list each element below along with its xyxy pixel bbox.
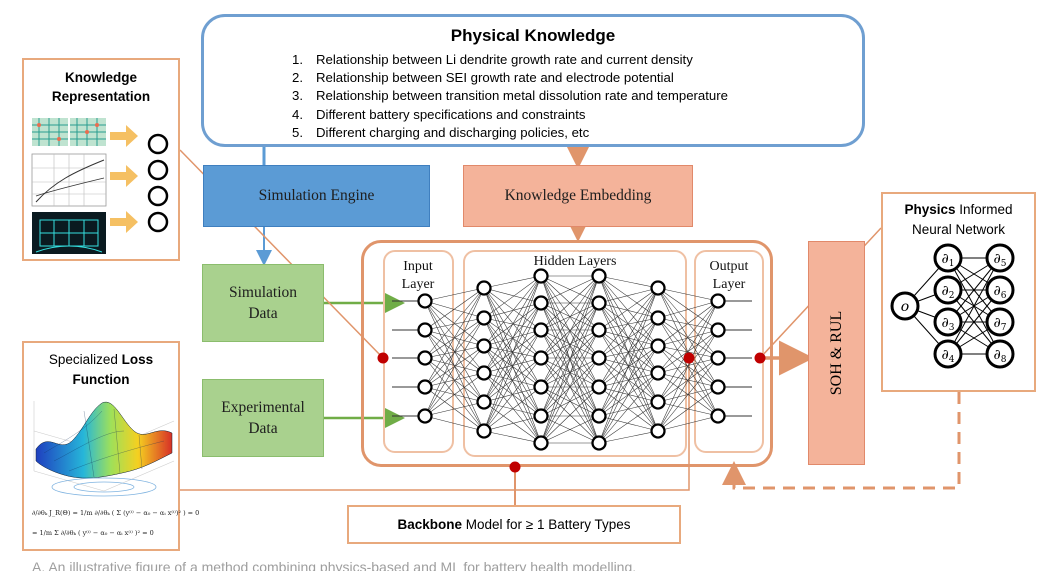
- loss-surface-plot: [33, 401, 175, 497]
- backbone-model-box: Backbone Model for ≥ 1 Battery Types: [347, 505, 681, 544]
- nn-node: [591, 435, 607, 451]
- nn-node: [650, 280, 666, 296]
- knowledge-representation-illustration: [31, 118, 169, 254]
- nn-node: [710, 322, 726, 338]
- input-junction-node: [377, 352, 389, 364]
- nn-node: [533, 408, 549, 424]
- nn-node: [710, 293, 726, 309]
- nn-node: [533, 295, 549, 311]
- nn-node: [476, 338, 492, 354]
- simulation-engine-box: Simulation Engine: [203, 165, 430, 227]
- caption-fragment: A. An illustrative figure of a method co…: [32, 559, 637, 571]
- pinn-node: [985, 339, 1015, 369]
- nn-node: [476, 310, 492, 326]
- pinn-node: [985, 307, 1015, 337]
- nn-node: [476, 365, 492, 381]
- nn-node: [417, 350, 433, 366]
- nn-node: [710, 408, 726, 424]
- nn-node: [591, 408, 607, 424]
- nn-node: [476, 280, 492, 296]
- hidden-layers-label: Hidden Layers: [533, 254, 617, 269]
- nn-node: [533, 379, 549, 395]
- pinn-input-node: [890, 291, 920, 321]
- output-junction-node: [754, 352, 766, 364]
- nn-node: [591, 295, 607, 311]
- pinn-graph: o∂1∂2∂3∂4∂5∂6∂7∂8: [890, 243, 1015, 369]
- nn-node: [533, 322, 549, 338]
- input-layer-frame: [383, 250, 454, 453]
- nn-node: [476, 423, 492, 439]
- pinn-node: [985, 243, 1015, 273]
- pk-item-3: 3.Relationship between transition metal …: [292, 88, 728, 104]
- red-junction-nodes: [377, 352, 766, 473]
- nn-node: [417, 293, 433, 309]
- nn-node: [650, 310, 666, 326]
- output-layer-frame: [694, 250, 764, 453]
- nn-node: [650, 423, 666, 439]
- nn-node: [591, 268, 607, 284]
- pk-item-2: 2.Relationship between SEI growth rate a…: [292, 70, 674, 86]
- nn-node: [650, 394, 666, 410]
- yellow-arrow-icons: [110, 125, 138, 233]
- nn-node: [533, 435, 549, 451]
- pinn-node: [933, 243, 963, 273]
- physical-knowledge-box: Physical Knowledge 1.Relationship betwee…: [201, 14, 865, 147]
- pinn-node: [933, 275, 963, 305]
- nn-node: [591, 379, 607, 395]
- phase-graph-image: [31, 153, 107, 207]
- physical-knowledge-list: 1.Relationship between Li dendrite growt…: [292, 51, 728, 142]
- loss-equations: ∂/∂θₖ J_R(Θ) = 1/m ∂/∂θₖ ( Σ (y⁽ⁱ⁾ − α₀ …: [32, 509, 200, 537]
- pinn-node: [985, 275, 1015, 305]
- nn-node: [650, 365, 666, 381]
- hidden-junction-node: [683, 352, 695, 364]
- pinn-input-node-label: o: [901, 299, 909, 315]
- backbone-junction-node: [509, 461, 521, 473]
- pk-item-5: 5.Different charging and discharging pol…: [292, 124, 590, 140]
- lf-to-hidden-line: [180, 358, 690, 491]
- nn-node: [591, 350, 607, 366]
- pinn-node: [933, 307, 963, 337]
- nn-node: [417, 408, 433, 424]
- pinn-node: [933, 339, 963, 369]
- pk-item-1: 1.Relationship between Li dendrite growt…: [292, 52, 693, 67]
- nn-node: [417, 322, 433, 338]
- nn-node: [533, 268, 549, 284]
- nn-node: [533, 350, 549, 366]
- microstructure-image: [32, 212, 106, 254]
- nn-node: [710, 379, 726, 395]
- crystal-structure-image: [32, 118, 106, 146]
- pinn-feedback-dashed: [722, 392, 961, 490]
- nn-node: [710, 350, 726, 366]
- pk-item-4: 4.Different battery specifications and c…: [292, 106, 586, 122]
- nn-node: [476, 394, 492, 410]
- nn-node: [650, 338, 666, 354]
- nn-node: [591, 322, 607, 338]
- nn-node: [417, 379, 433, 395]
- physical-knowledge-title: Physical Knowledge: [450, 26, 616, 45]
- embedding-node-circles: [147, 133, 169, 233]
- backbone-network-frame: [361, 240, 773, 467]
